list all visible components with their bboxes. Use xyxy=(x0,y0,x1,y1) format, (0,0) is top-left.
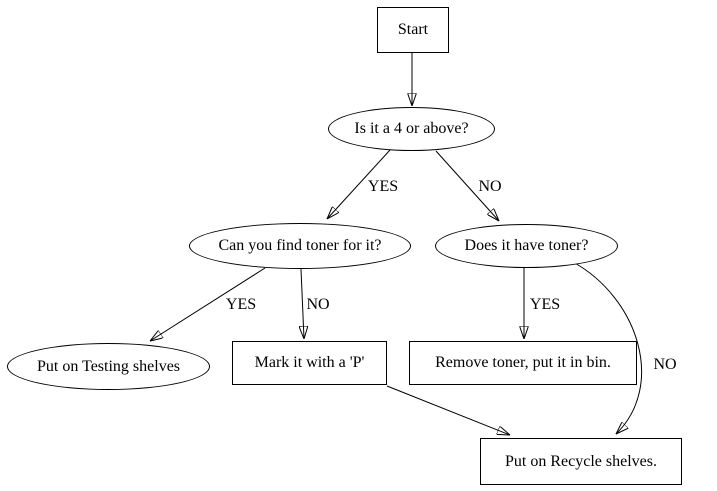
edge-label-findtoner-no: NO xyxy=(306,296,330,313)
edge-label-hastoner-no: NO xyxy=(653,356,677,373)
edge-markp-to-recycle xyxy=(386,385,510,435)
edge-label-findtoner-yes: YES xyxy=(225,296,257,313)
node-start: Start xyxy=(377,7,449,53)
node-put-on-testing-shelves: Put on Testing shelves xyxy=(7,343,210,390)
edge-findtoner-no xyxy=(301,268,304,339)
edge-label-is4-yes: YES xyxy=(367,178,399,195)
edge-label-is4-no: NO xyxy=(478,178,502,195)
edge-label-hastoner-yes: YES xyxy=(529,296,561,313)
node-does-it-have-toner: Does it have toner? xyxy=(435,224,618,268)
node-can-you-find-toner: Can you find toner for it? xyxy=(189,223,411,269)
node-remove-toner: Remove toner, put it in bin. xyxy=(409,341,637,385)
node-put-on-recycle-shelves: Put on Recycle shelves. xyxy=(480,438,682,485)
node-is-4-or-above: Is it a 4 or above? xyxy=(328,107,495,151)
node-mark-it-with-a-p: Mark it with a 'P' xyxy=(232,341,387,385)
